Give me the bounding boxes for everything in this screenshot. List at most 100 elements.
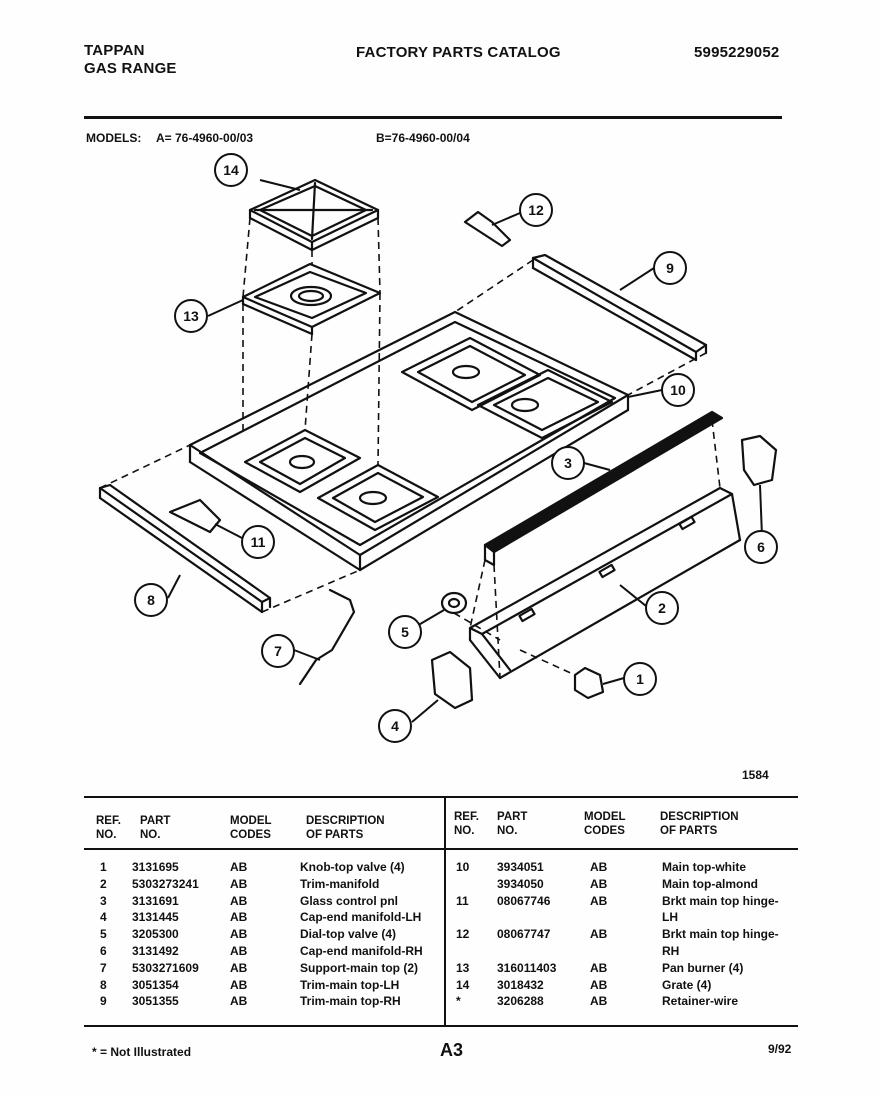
table-row-desc: Cap-end manifold-RH bbox=[300, 944, 423, 958]
header-rule bbox=[84, 116, 782, 119]
callout-label-9: 9 bbox=[666, 260, 674, 276]
table-row-codes: AB bbox=[230, 944, 248, 958]
table-row-codes: AB bbox=[590, 860, 608, 874]
col-desc-header-line2: OF PARTS bbox=[306, 829, 364, 841]
table-row-part: 3131492 bbox=[132, 944, 179, 958]
col-model-header: MODEL CODES bbox=[230, 814, 272, 842]
callout-14 bbox=[214, 153, 248, 187]
col-desc-header-line1: DESCRIPTION bbox=[306, 815, 385, 827]
callout-label-2: 2 bbox=[658, 600, 666, 616]
callout-5 bbox=[388, 615, 422, 649]
col-desc-header: DESCRIPTION OF PARTS bbox=[306, 814, 385, 842]
col-part-header-right-line1: PART bbox=[497, 811, 528, 823]
table-row-codes: AB bbox=[230, 860, 248, 874]
table-row-codes: AB bbox=[230, 977, 248, 992]
table-row-part: 08067747 bbox=[497, 927, 551, 942]
table-row-ref: 9 bbox=[100, 994, 107, 1009]
callout-label-8: 8 bbox=[147, 592, 155, 608]
trim-rh-drawing bbox=[531, 253, 708, 362]
table-row-ref: 12 bbox=[456, 927, 470, 942]
table-row-desc: Glass control pnl bbox=[300, 893, 399, 908]
table-row-ref: 7 bbox=[100, 960, 107, 975]
col-part-header-right: PART NO. bbox=[497, 810, 527, 838]
catalog-number: 5995229052 bbox=[694, 44, 780, 61]
table-divider bbox=[444, 798, 446, 1025]
table-row-desc: Main top-white bbox=[662, 860, 746, 874]
support-wire-drawing bbox=[298, 588, 356, 686]
table-row-desc: Brkt main top hinge- bbox=[662, 927, 779, 942]
table-row-ref: 8 bbox=[100, 977, 107, 992]
table-row-codes: AB bbox=[590, 927, 608, 942]
table-row-desc: Grate (4) bbox=[662, 977, 712, 992]
table-row-desc: Dial-top valve (4) bbox=[300, 927, 397, 942]
table-top-rule bbox=[84, 796, 798, 798]
table-row-part: 3018432 bbox=[497, 977, 544, 992]
col-ref-header-right-line2: NO. bbox=[454, 825, 475, 837]
page-number: A3 bbox=[440, 1040, 464, 1060]
callout-label-14: 14 bbox=[223, 162, 239, 178]
table-row-ref: 3 bbox=[100, 893, 107, 908]
revision-date: 9/92 bbox=[768, 1042, 792, 1056]
callout-12 bbox=[519, 193, 553, 227]
callout-8 bbox=[134, 583, 168, 617]
col-part-header-line2: NO. bbox=[140, 829, 161, 841]
hinge-rh-drawing bbox=[463, 210, 512, 248]
table-row-ref: 10 bbox=[456, 860, 470, 874]
table-row-codes: AB bbox=[590, 977, 608, 992]
burner-pan-drawing bbox=[241, 262, 382, 336]
callout-1 bbox=[623, 662, 657, 696]
col-ref-header: REF. NO. bbox=[96, 814, 121, 842]
table-row-part: 3131445 bbox=[132, 910, 179, 925]
model-b: B=76-4960-00/04 bbox=[376, 131, 470, 145]
table-bottom-rule bbox=[84, 1025, 798, 1027]
col-model-header-right-line2: CODES bbox=[584, 825, 625, 837]
col-model-header-line2: CODES bbox=[230, 829, 271, 841]
table-row-codes: AB bbox=[590, 876, 608, 891]
callout-3 bbox=[551, 446, 585, 480]
table-row-desc: Brkt main top hinge- bbox=[662, 893, 779, 908]
table-row-desc: Retainer-wire bbox=[662, 994, 739, 1009]
callout-2 bbox=[645, 591, 679, 625]
knob-drawing bbox=[573, 666, 605, 700]
table-row-part: 3051354 bbox=[132, 977, 179, 992]
table-row-ref: 1 bbox=[100, 860, 107, 874]
callout-6 bbox=[744, 530, 778, 564]
callout-label-5: 5 bbox=[401, 624, 409, 640]
table-row-codes: AB bbox=[230, 960, 248, 975]
table-row-codes: AB bbox=[590, 960, 608, 975]
table-row-part: 3934050 bbox=[497, 876, 544, 891]
end-cap-lh-drawing bbox=[430, 650, 474, 710]
catalog-title: FACTORY PARTS CATALOG bbox=[356, 44, 561, 61]
col-model-header-right: MODEL CODES bbox=[584, 810, 626, 838]
col-desc-header-right-line1: DESCRIPTION bbox=[660, 811, 739, 823]
callout-13 bbox=[174, 299, 208, 333]
col-model-header-right-line1: MODEL bbox=[584, 811, 626, 823]
col-part-header-line1: PART bbox=[140, 815, 171, 827]
table-row-ref: * bbox=[456, 994, 461, 1009]
table-row-codes: AB bbox=[230, 994, 248, 1009]
callout-label-3: 3 bbox=[564, 455, 572, 471]
table-row-desc: Trim-main top-LH bbox=[300, 977, 400, 992]
callout-label-10: 10 bbox=[670, 382, 686, 398]
product-name: GAS RANGE bbox=[84, 60, 177, 77]
table-row-codes: AB bbox=[230, 876, 248, 891]
table-row-desc: Trim-main top-RH bbox=[300, 994, 401, 1009]
table-head-rule bbox=[84, 848, 798, 850]
table-row-part: 3206288 bbox=[497, 994, 544, 1009]
callout-label-1: 1 bbox=[636, 671, 644, 687]
callout-label-11: 11 bbox=[251, 534, 266, 550]
table-row-part: 3205300 bbox=[132, 927, 179, 942]
main-top-drawing bbox=[188, 310, 630, 572]
callout-11 bbox=[241, 525, 275, 559]
callout-label-13: 13 bbox=[183, 308, 199, 324]
table-row-ref: 13 bbox=[456, 960, 470, 975]
models-label: MODELS: bbox=[86, 131, 142, 145]
table-row-codes: AB bbox=[230, 927, 248, 942]
table-row-desc: Trim-manifold bbox=[300, 876, 380, 891]
dial-drawing bbox=[440, 591, 468, 615]
callout-label-7: 7 bbox=[274, 643, 282, 659]
col-ref-header-right: REF. NO. bbox=[454, 810, 479, 838]
col-model-header-line1: MODEL bbox=[230, 815, 272, 827]
hinge-lh-drawing bbox=[168, 498, 222, 534]
col-desc-header-right-line2: OF PARTS bbox=[660, 825, 718, 837]
